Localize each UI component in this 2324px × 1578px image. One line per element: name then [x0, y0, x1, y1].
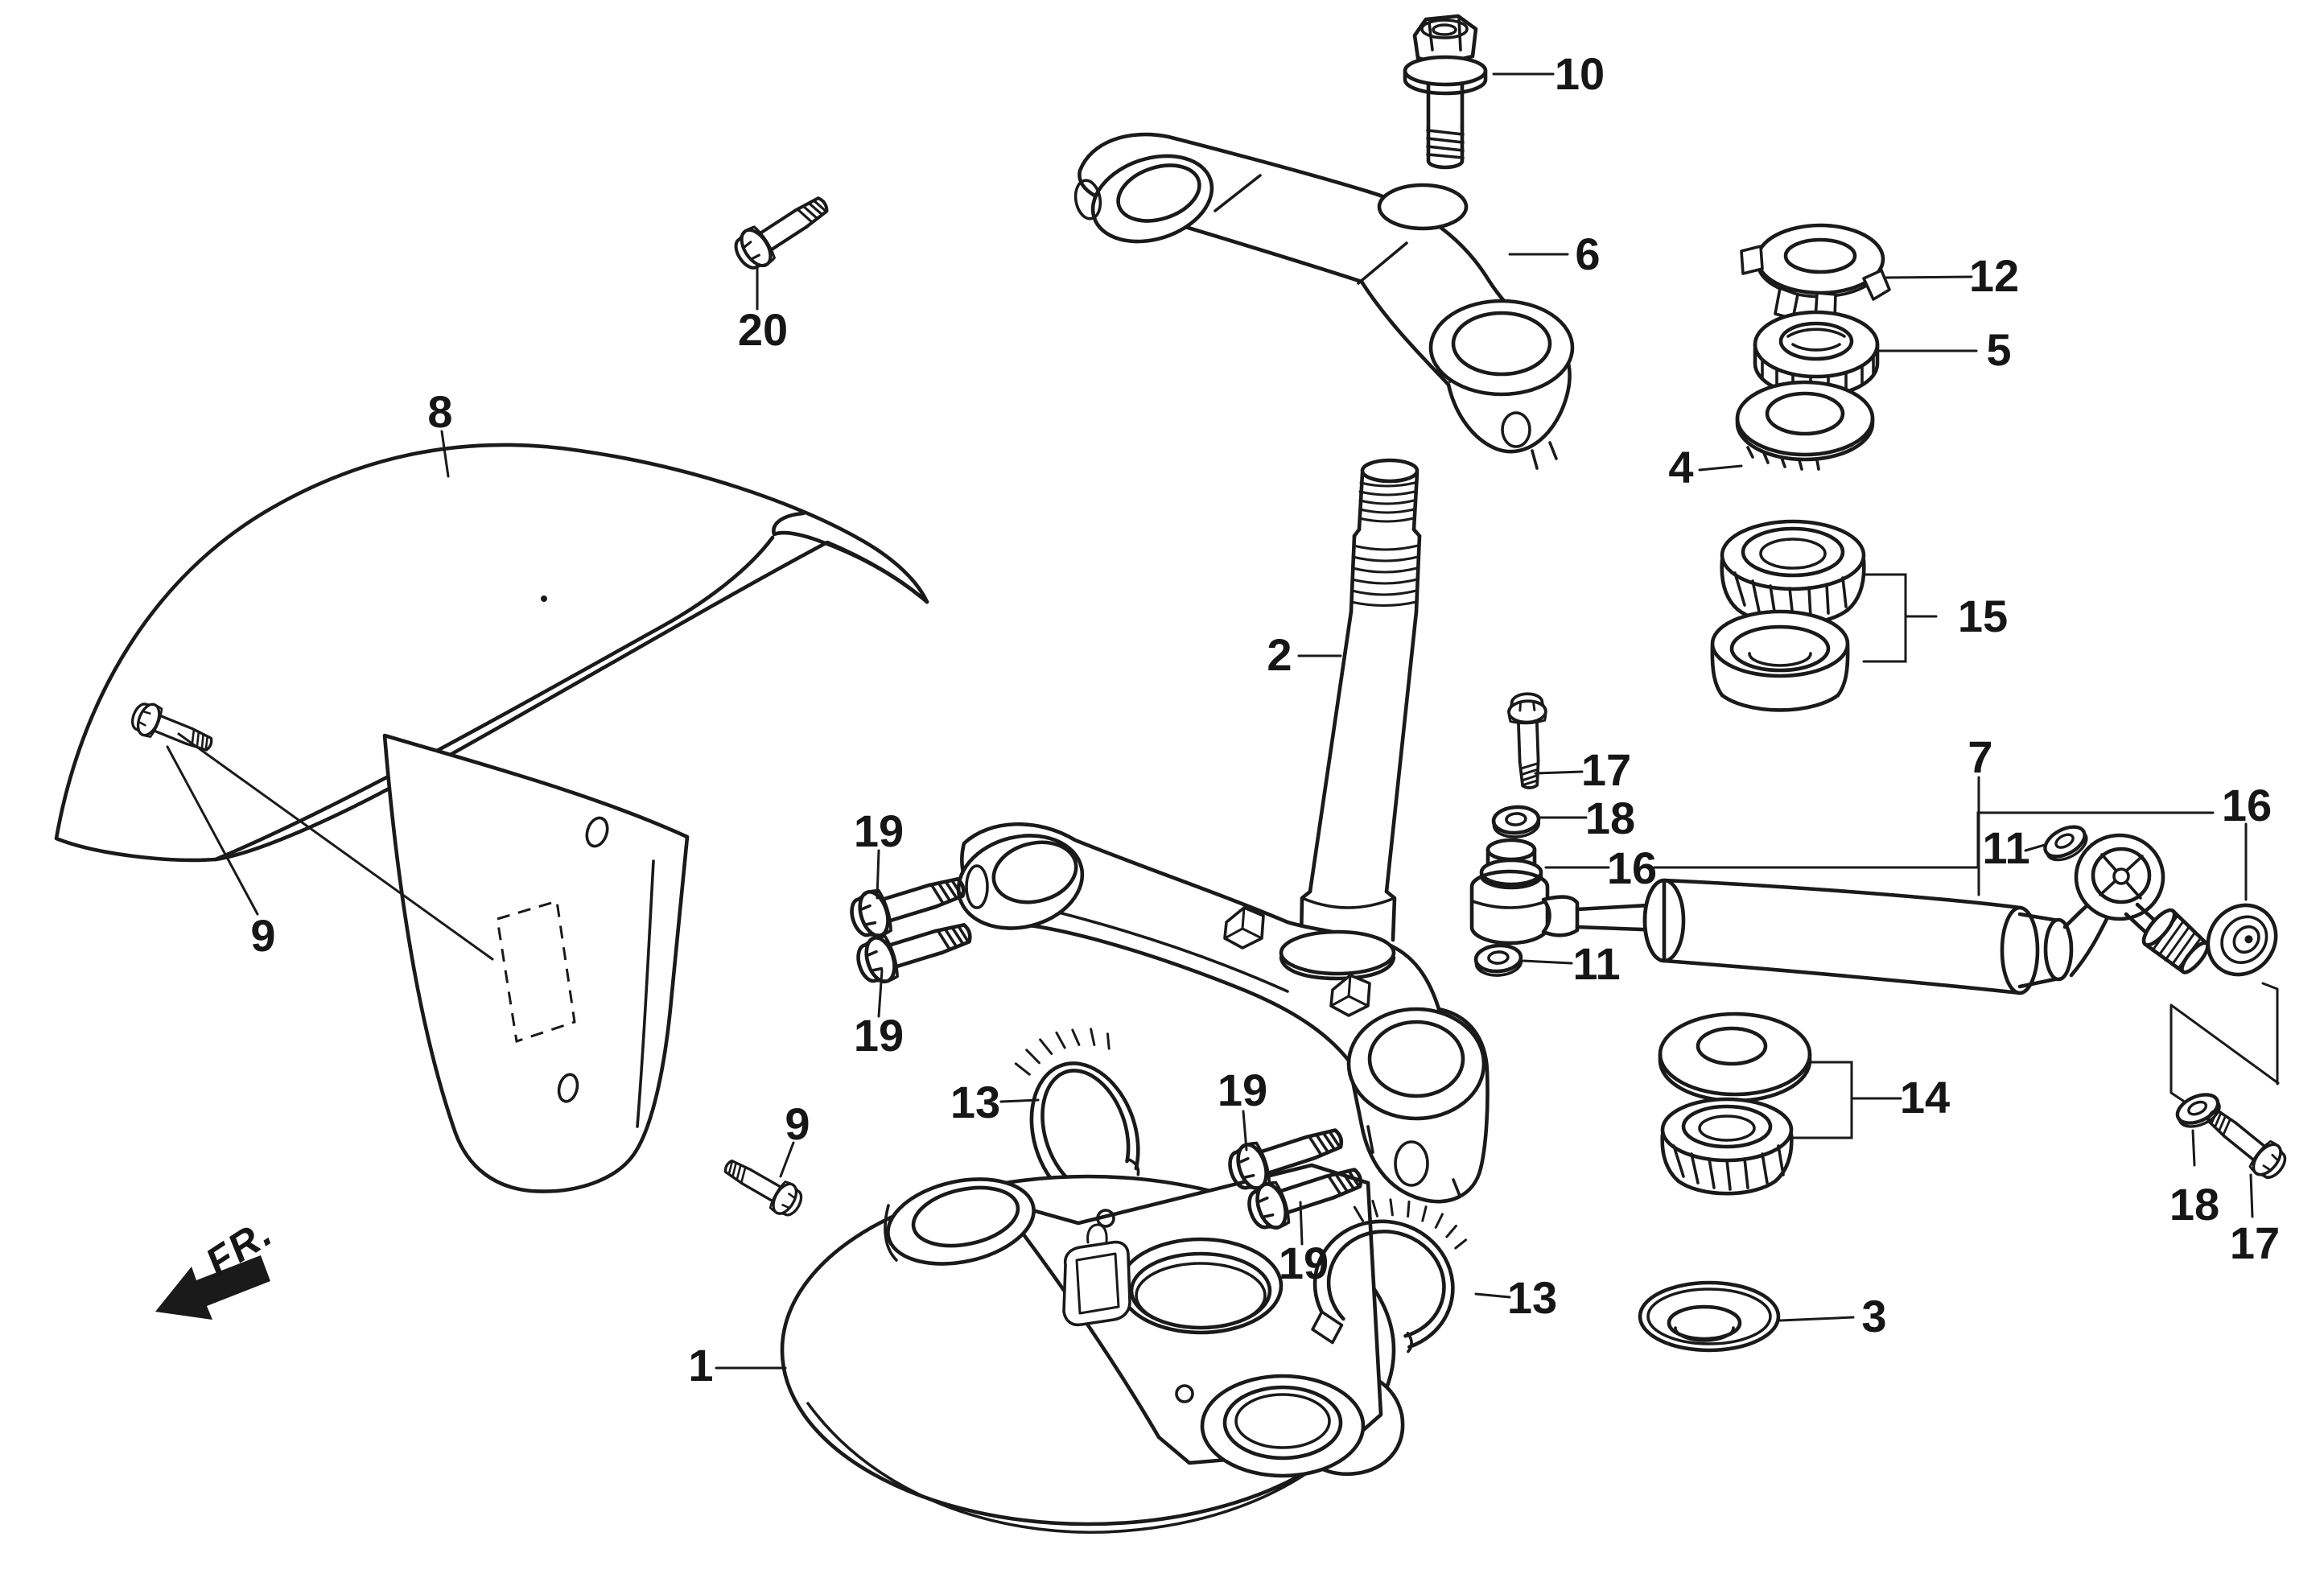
callout-16-right: 16	[2222, 780, 2272, 830]
fender-stay	[382, 733, 690, 1193]
lower-bearing-cone	[1660, 1097, 1794, 1163]
stay-hole-upper	[585, 816, 609, 848]
steering-stem	[1299, 458, 1422, 942]
cover-clamp-lower-right	[1200, 1374, 1366, 1478]
clip-13-right	[1311, 1198, 1468, 1353]
callout-18-right: 18	[2169, 1179, 2219, 1230]
callout-2: 2	[1267, 629, 1292, 680]
damper-cap-16-right	[2206, 903, 2278, 977]
callout-19-bottom-lower: 19	[1279, 1238, 1329, 1288]
callout-14: 14	[1900, 1072, 1950, 1123]
callout-20: 20	[738, 304, 788, 355]
top-bridge	[1073, 132, 1575, 470]
end-bolt-17	[2198, 1098, 2293, 1186]
cover-plate-hole-bottom	[1175, 1384, 1194, 1403]
upper-bearing-set-15	[1710, 519, 1866, 712]
assembly-reference-frame	[2169, 982, 2280, 1102]
fr-label: FR.	[198, 1209, 281, 1285]
callout-6: 6	[1575, 229, 1600, 279]
flange-bolt-20	[729, 187, 835, 275]
fr-arrow-icon	[155, 1255, 270, 1320]
stem-bolt-10	[1403, 14, 1488, 170]
steering-damper-assembly	[1469, 691, 2278, 995]
top-bridge-left-side-hole	[1073, 179, 1102, 220]
callout-15: 15	[1958, 591, 2008, 641]
dust-seal-washer-4	[1735, 380, 1875, 471]
damper-rod-yoke	[1541, 895, 1580, 937]
bottom-bridge-right-clamp-ring	[1346, 1007, 1486, 1121]
cover-plate-hole-top	[1096, 1209, 1115, 1228]
callout-4: 4	[1668, 442, 1693, 492]
stay-hole-lower	[557, 1073, 579, 1103]
callout-11-center: 11	[1572, 938, 1620, 989]
damper-eye-end	[2062, 833, 2165, 978]
callout-12: 12	[1969, 250, 2019, 301]
callout-1: 1	[688, 1340, 713, 1391]
cover-latch-buckle	[1062, 1223, 1131, 1327]
callout-labels: 10 6 20 12 5 4 8 2 15 7 17 18 16 16 11 1…	[250, 48, 2280, 1391]
callout-9-upper: 9	[250, 910, 275, 961]
damper-adjuster-knurl	[2141, 908, 2210, 974]
top-bridge-right-side-hole	[1501, 411, 1531, 448]
callout-13-left: 13	[950, 1077, 1000, 1127]
callout-19-left-lower: 19	[854, 1010, 904, 1061]
callout-5: 5	[1986, 324, 2011, 375]
fr-direction-marker: FR.	[155, 1209, 281, 1320]
top-bridge-right-clamp-bore	[1451, 311, 1552, 377]
callout-18-center: 18	[1585, 793, 1635, 843]
callout-8: 8	[427, 386, 452, 437]
damper-ball-joint-16-center	[1469, 838, 1550, 946]
damper-mount-washer-18	[1493, 805, 1539, 838]
fender-surface-dot	[541, 595, 547, 602]
callout-9-lower: 9	[785, 1098, 810, 1149]
stay-hidden-bracket-outline	[496, 900, 576, 1043]
callout-10: 10	[1555, 48, 1605, 99]
leader-lines	[166, 72, 2254, 1370]
callout-16-center: 16	[1607, 843, 1657, 893]
bottom-bridge-sleeve-hole	[1394, 1140, 1429, 1187]
lower-bearing-washer	[1658, 1011, 1812, 1097]
callout-13-right: 13	[1507, 1272, 1557, 1323]
callout-17-center: 17	[1581, 744, 1631, 795]
top-bridge-left-clamp-bore	[1116, 163, 1201, 223]
callout-3: 3	[1861, 1291, 1886, 1341]
dust-seal-3	[1638, 1280, 1781, 1353]
bottom-bridge-right-clamp-bore	[1367, 1020, 1465, 1098]
callout-11-right: 11	[1982, 822, 2029, 873]
damper-mount-washer-11	[1475, 944, 1522, 977]
tab-lock-washer-12	[1740, 223, 1891, 320]
clamp-bolt-19-left-a	[847, 865, 970, 941]
bottom-bridge-left-side-hole	[965, 864, 989, 909]
fender-screw-lower-9	[717, 1150, 808, 1222]
stem-base-collar	[1279, 929, 1396, 976]
lower-bearing-set-14	[1658, 1011, 1812, 1196]
damper-end-hardware	[2169, 982, 2293, 1186]
cover-clamp-upper-left	[886, 1177, 1036, 1266]
callout-7: 7	[1968, 731, 1992, 782]
damper-body	[1642, 878, 2074, 995]
stem-cover	[780, 1163, 1405, 1535]
callout-19-bottom-upper: 19	[1218, 1065, 1267, 1115]
bottom-bridge	[956, 822, 1490, 1204]
bottom-bridge-left-clamp-bore	[991, 840, 1078, 904]
front-fender	[54, 443, 929, 863]
callout-19-left-upper: 19	[854, 805, 904, 856]
callout-17-right: 17	[2230, 1217, 2280, 1268]
